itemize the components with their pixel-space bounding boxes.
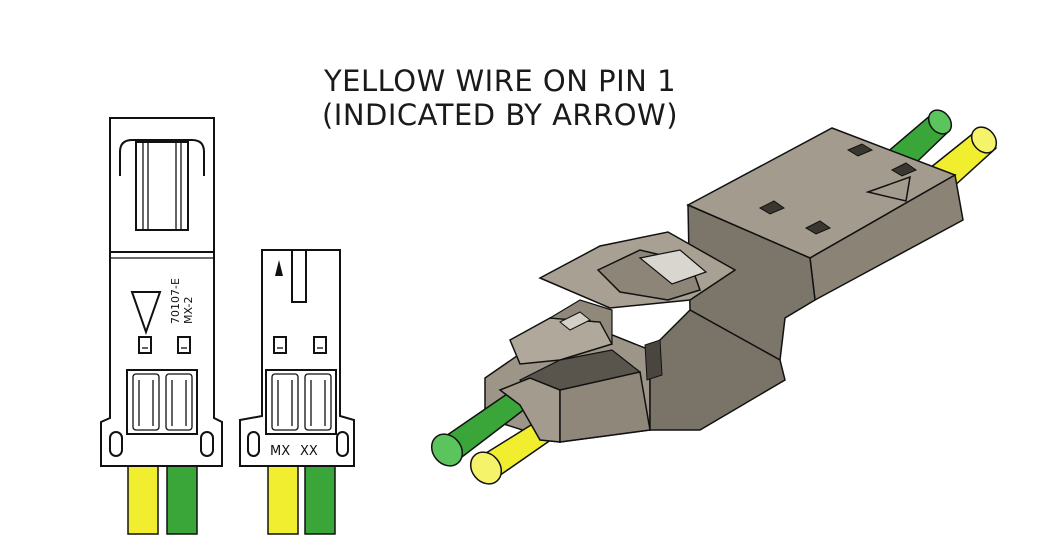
title-line-1: YELLOW WIRE ON PIN 1 [323, 64, 677, 98]
left-yellow-wire [127, 465, 159, 535]
title-line-2: (INDICATED BY ARROW) [321, 98, 679, 132]
left-housing-outline [100, 117, 223, 467]
diagram-title: YELLOW WIRE ON PIN 1 (INDICATED BY ARROW… [250, 64, 750, 132]
middle-label-right: XX [300, 444, 318, 459]
front-green-wire [430, 391, 528, 467]
middle-connector-view: MX XX [239, 249, 355, 535]
pin1-arrow-filled [275, 260, 283, 276]
middle-green-wire [304, 465, 336, 535]
middle-housing-outline [239, 249, 355, 467]
left-green-wire [166, 465, 198, 535]
pin1-arrow-engraved [865, 175, 911, 202]
left-part-code: MX-2 [182, 297, 195, 324]
left-part-number: 70107-E [169, 278, 182, 324]
isometric-connector-render [430, 109, 998, 485]
left-connector-view: 70107-E MX-2 [100, 117, 223, 535]
pin1-arrow-outline [130, 291, 162, 336]
middle-label-left: MX [270, 444, 290, 459]
middle-yellow-wire [267, 465, 299, 535]
